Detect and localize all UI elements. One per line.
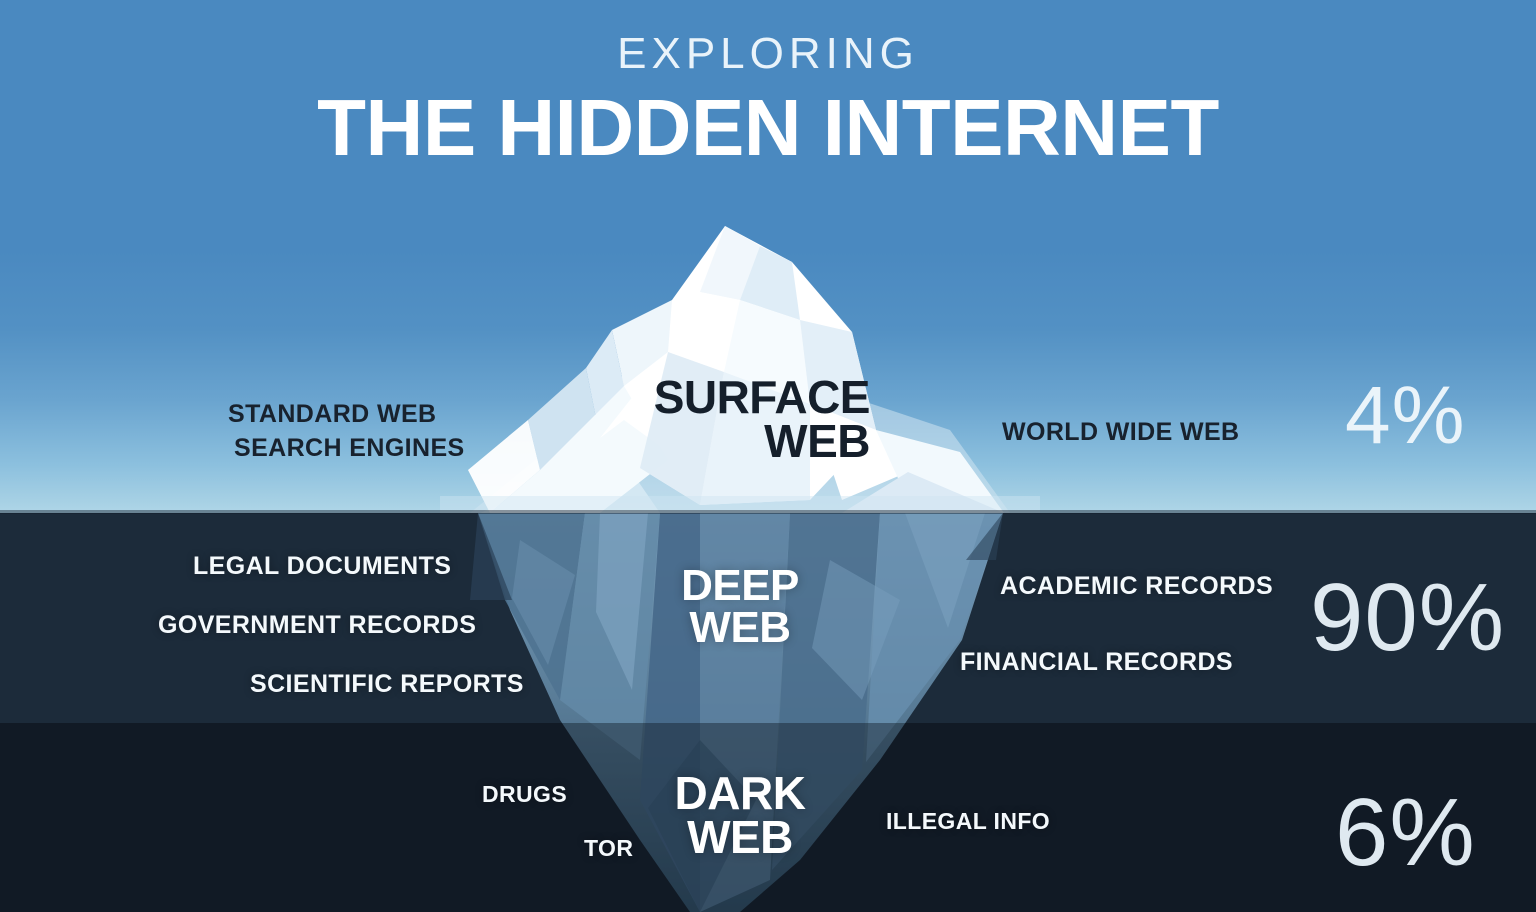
dark-web-title: DARK WEB [640, 770, 840, 863]
deep-web-percent: 90% [1310, 564, 1506, 671]
surface-left-label-2: SEARCH ENGINES [234, 434, 465, 462]
deep-right-label-1: ACADEMIC RECORDS [1000, 572, 1274, 600]
waterline [0, 510, 1536, 514]
dark-web-title-line1: DARK [674, 767, 806, 819]
dark-left-label-1: DRUGS [482, 781, 568, 807]
deep-web-title-line1: DEEP [681, 561, 799, 610]
iceberg-submerged [0, 513, 1536, 912]
surface-web-title: SURFACE WEB [600, 374, 871, 467]
surface-web-percent: 4% [1345, 370, 1466, 461]
dark-left-label-2: TOR [584, 835, 634, 861]
iceberg-tip [440, 226, 1040, 513]
deep-left-label-2: GOVERNMENT RECORDS [158, 611, 477, 639]
page-title: THE HIDDEN INTERNET [317, 83, 1219, 172]
deep-left-label-3: SCIENTIFIC REPORTS [250, 670, 524, 698]
dark-web-title-line2: WEB [687, 810, 793, 863]
surface-right-label-1: WORLD WIDE WEB [1002, 418, 1240, 446]
dark-right-label-1: ILLEGAL INFO [886, 808, 1051, 834]
deep-left-label-1: LEGAL DOCUMENTS [193, 552, 452, 580]
dark-web-percent: 6% [1335, 779, 1476, 886]
surface-left-label-1: STANDARD WEB [228, 400, 437, 428]
kicker-text: EXPLORING [617, 29, 919, 78]
surface-web-title-line1: SURFACE [653, 371, 871, 423]
deep-right-label-2: FINANCIAL RECORDS [960, 648, 1234, 676]
deep-web-title-line2: WEB [689, 602, 791, 652]
surface-web-title-line2: WEB [764, 414, 870, 467]
deep-web-title: DEEP WEB [640, 564, 840, 652]
